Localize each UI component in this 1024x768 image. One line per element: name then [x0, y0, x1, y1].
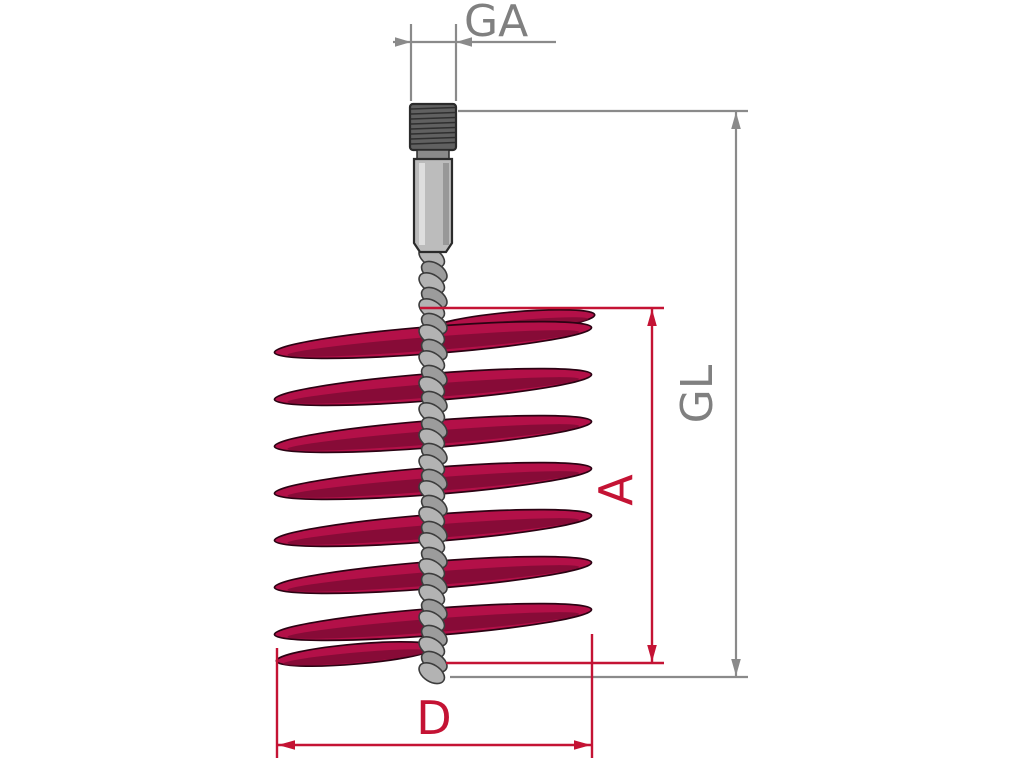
gl-arrow-top — [731, 112, 741, 129]
thread-grooves — [410, 106, 456, 145]
thread-groove-line — [410, 136, 456, 140]
brush-blade-shade — [282, 649, 430, 666]
a-arrow-bottom — [647, 645, 657, 662]
a-arrow-top — [647, 309, 657, 326]
a-label: A — [589, 474, 643, 506]
thread-groove-line — [410, 116, 456, 120]
dimension-gl: GL — [450, 109, 748, 679]
rope-segment — [418, 662, 446, 685]
gl-arrow-bottom — [731, 659, 741, 676]
shank-neck-groove — [416, 149, 450, 160]
thread-groove-line — [410, 111, 456, 115]
collar-shade — [443, 163, 449, 245]
shank — [408, 102, 458, 254]
thread-groove-line — [410, 121, 456, 125]
collar-highlight — [419, 163, 425, 245]
d-arrow-right — [574, 740, 591, 750]
d-label: D — [416, 691, 451, 745]
dimension-a: A — [420, 306, 664, 665]
ga-label: GA — [464, 0, 528, 47]
gl-label: GL — [672, 364, 723, 423]
dimension-d: D — [275, 634, 594, 758]
ga-arrow-left — [395, 37, 411, 47]
thread-groove-line — [410, 131, 456, 135]
thread-groove-line — [410, 141, 456, 145]
dimension-ga: GA — [393, 0, 556, 101]
thread-groove-line — [410, 126, 456, 130]
ga-arrow-right — [456, 37, 472, 47]
stem-rope — [418, 246, 448, 685]
d-arrow-left — [278, 740, 295, 750]
thread-groove-line — [410, 106, 456, 110]
